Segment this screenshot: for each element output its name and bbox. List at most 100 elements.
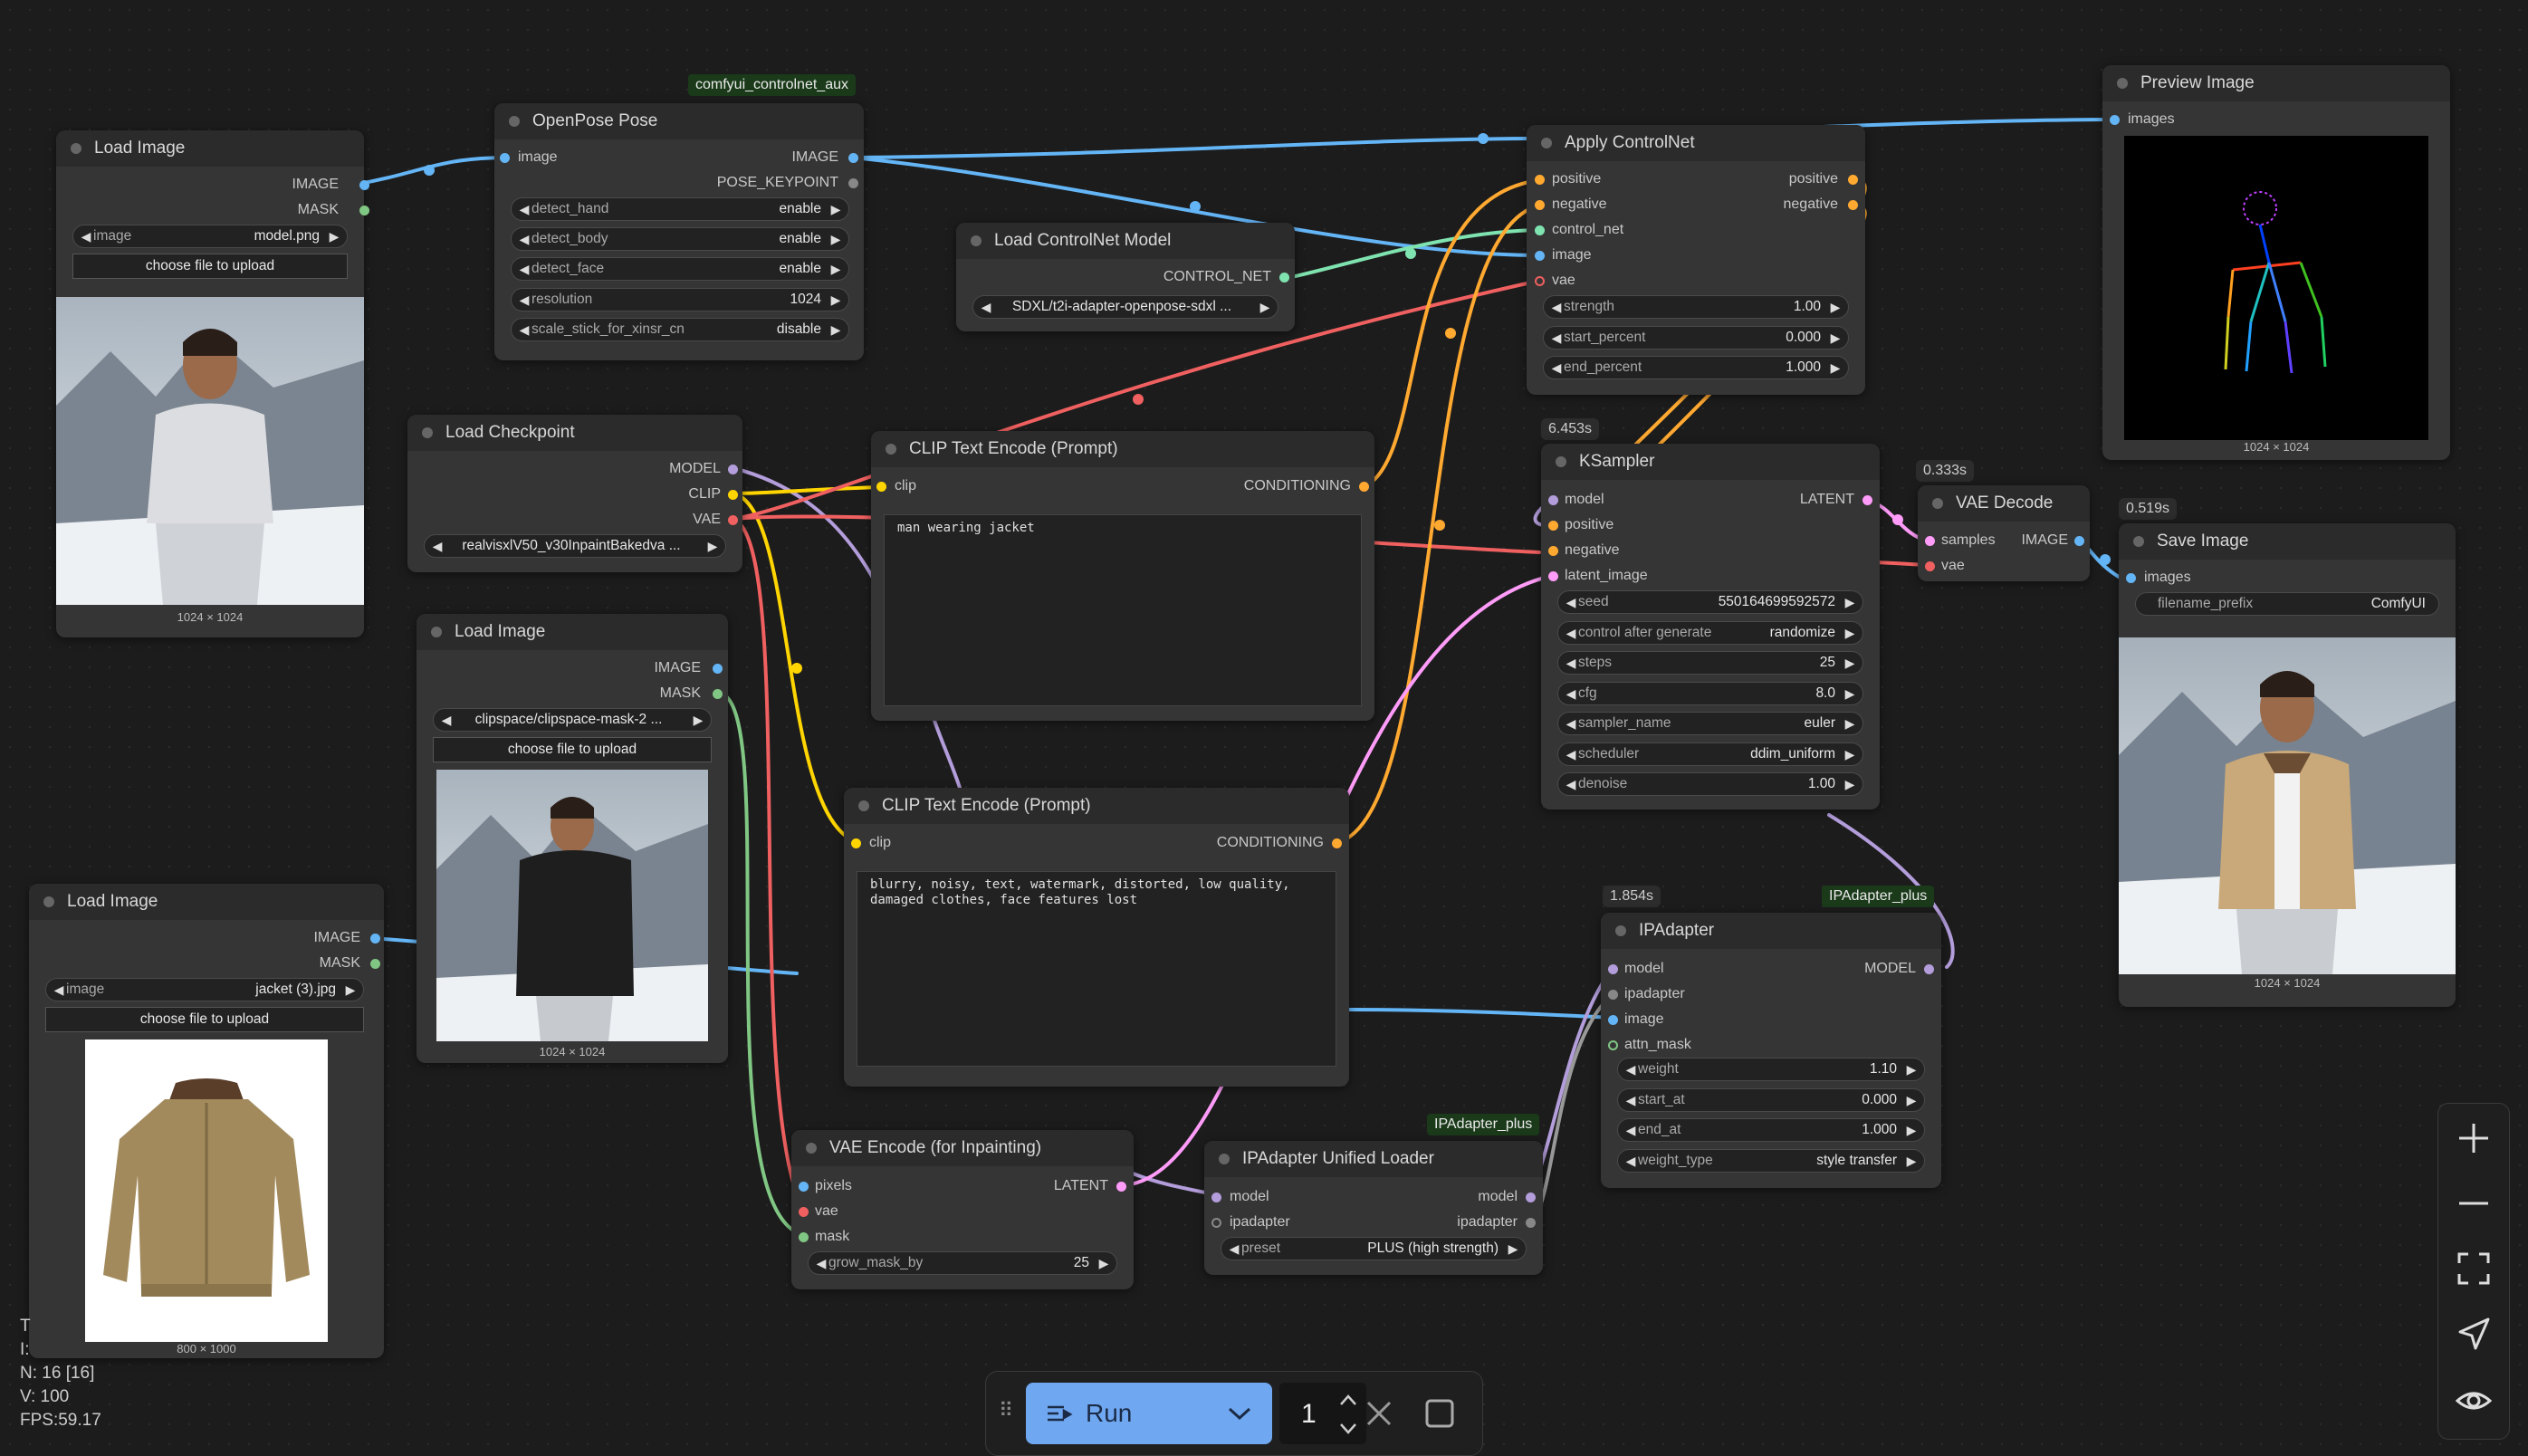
drag-handle-icon[interactable]: ⠿ bbox=[999, 1399, 1014, 1422]
arrow-left-icon[interactable]: ◀ bbox=[1566, 625, 1576, 640]
image-input-pin[interactable] bbox=[1535, 251, 1545, 261]
model-input-pin[interactable] bbox=[1608, 964, 1618, 974]
collapse-dot-icon[interactable] bbox=[806, 1143, 817, 1154]
collapse-dot-icon[interactable] bbox=[422, 427, 433, 438]
ipadapter-output-pin[interactable] bbox=[1526, 1218, 1536, 1228]
chevron-up-icon[interactable] bbox=[1339, 1394, 1357, 1406]
arrow-left-icon[interactable]: ◀ bbox=[1566, 715, 1576, 731]
node-header[interactable]: IPAdapter Unified Loader bbox=[1204, 1141, 1543, 1177]
arrow-right-icon[interactable]: ▶ bbox=[1906, 1092, 1917, 1107]
mask-output-pin[interactable] bbox=[359, 206, 369, 216]
collapse-dot-icon[interactable] bbox=[2133, 536, 2144, 547]
arrow-left-icon[interactable]: ◀ bbox=[441, 712, 452, 727]
collapse-dot-icon[interactable] bbox=[71, 143, 81, 154]
arrow-right-icon[interactable]: ▶ bbox=[1844, 625, 1855, 640]
node-header[interactable]: Save Image bbox=[2119, 523, 2456, 560]
images-input-pin[interactable] bbox=[2126, 573, 2136, 583]
node-header[interactable]: OpenPose Pose bbox=[494, 103, 864, 139]
choose-file-button[interactable]: choose file to upload bbox=[72, 254, 348, 279]
attn-mask-input-pin[interactable] bbox=[1608, 1040, 1618, 1050]
model-output-pin[interactable] bbox=[1526, 1193, 1536, 1202]
arrow-left-icon[interactable]: ◀ bbox=[1551, 330, 1562, 345]
node-header[interactable]: Load Checkpoint bbox=[407, 415, 742, 451]
arrow-right-icon[interactable]: ▶ bbox=[830, 231, 841, 246]
samples-input-pin[interactable] bbox=[1925, 536, 1935, 546]
arrow-right-icon[interactable]: ▶ bbox=[1844, 685, 1855, 701]
arrow-right-icon[interactable]: ▶ bbox=[1844, 655, 1855, 670]
collapse-dot-icon[interactable] bbox=[858, 800, 869, 811]
arrow-left-icon[interactable]: ◀ bbox=[519, 261, 530, 276]
control-net-input-pin[interactable] bbox=[1535, 225, 1545, 235]
controlnet-name-combo[interactable]: ◀SDXL/t2i-adapter-openpose-sdxl ...▶ bbox=[972, 295, 1278, 319]
collapse-dot-icon[interactable] bbox=[971, 235, 982, 246]
select-cursor-icon[interactable] bbox=[2456, 1316, 2492, 1352]
arrow-right-icon[interactable]: ▶ bbox=[1906, 1122, 1917, 1137]
model-output-pin[interactable] bbox=[1924, 964, 1934, 974]
load-checkpoint-node[interactable]: Load Checkpoint MODEL CLIP VAE ◀realvisx… bbox=[407, 415, 742, 572]
prompt-textarea[interactable]: man wearing jacket bbox=[884, 514, 1362, 706]
control-net-output-pin[interactable] bbox=[1279, 273, 1289, 283]
arrow-left-icon[interactable]: ◀ bbox=[1625, 1061, 1636, 1077]
arrow-right-icon[interactable]: ▶ bbox=[1830, 330, 1841, 345]
arrow-left-icon[interactable]: ◀ bbox=[1625, 1092, 1636, 1107]
arrow-right-icon[interactable]: ▶ bbox=[1844, 594, 1855, 609]
arrow-left-icon[interactable]: ◀ bbox=[1566, 776, 1576, 791]
node-header[interactable]: CLIP Text Encode (Prompt) bbox=[844, 788, 1349, 824]
node-header[interactable]: VAE Decode bbox=[1918, 485, 2090, 522]
arrow-left-icon[interactable]: ◀ bbox=[1625, 1153, 1636, 1168]
arrow-left-icon[interactable]: ◀ bbox=[81, 228, 91, 244]
arrow-left-icon[interactable]: ◀ bbox=[1566, 746, 1576, 762]
prompt-textarea[interactable]: blurry, noisy, text, watermark, distorte… bbox=[857, 871, 1336, 1067]
arrow-left-icon[interactable]: ◀ bbox=[519, 321, 530, 337]
node-header[interactable]: Preview Image bbox=[2102, 65, 2450, 101]
conditioning-output-pin[interactable] bbox=[1332, 838, 1342, 848]
positive-input-pin[interactable] bbox=[1535, 175, 1545, 185]
arrow-right-icon[interactable]: ▶ bbox=[1508, 1240, 1518, 1256]
conditioning-output-pin[interactable] bbox=[1359, 482, 1369, 492]
model-input-pin[interactable] bbox=[1548, 495, 1558, 505]
collapse-dot-icon[interactable] bbox=[1556, 456, 1566, 467]
collapse-dot-icon[interactable] bbox=[509, 116, 520, 127]
batch-count-stepper[interactable]: 1 bbox=[1279, 1383, 1366, 1444]
image-output-pin[interactable] bbox=[848, 153, 858, 163]
run-mode-dropdown[interactable] bbox=[1207, 1383, 1272, 1444]
mask-output-pin[interactable] bbox=[713, 689, 723, 699]
arrow-left-icon[interactable]: ◀ bbox=[1566, 655, 1576, 670]
vae-input-pin[interactable] bbox=[1535, 276, 1545, 286]
arrow-left-icon[interactable]: ◀ bbox=[519, 201, 530, 216]
arrow-left-icon[interactable]: ◀ bbox=[432, 538, 443, 553]
arrow-right-icon[interactable]: ▶ bbox=[1259, 299, 1270, 314]
apply-controlnet-node[interactable]: Apply ControlNet positive negative contr… bbox=[1527, 125, 1865, 395]
ipadapter-input-pin[interactable] bbox=[1608, 990, 1618, 1000]
zoom-in-icon[interactable] bbox=[2456, 1120, 2492, 1156]
load-controlnet-node[interactable]: Load ControlNet Model CONTROL_NET ◀SDXL/… bbox=[956, 223, 1295, 331]
model-output-pin[interactable] bbox=[728, 465, 738, 474]
ipadapter-node[interactable]: IPAdapter model ipadapter image attn_mas… bbox=[1601, 913, 1941, 1188]
collapse-dot-icon[interactable] bbox=[431, 627, 442, 637]
arrow-right-icon[interactable]: ▶ bbox=[830, 292, 841, 307]
clip-text-encode-negative-node[interactable]: CLIP Text Encode (Prompt) clip CONDITION… bbox=[844, 788, 1349, 1087]
load-image-node-2[interactable]: Load Image IMAGE MASK ◀clipspace/clipspa… bbox=[417, 614, 728, 1063]
arrow-right-icon[interactable]: ▶ bbox=[1830, 359, 1841, 375]
ipadapter-input-pin[interactable] bbox=[1211, 1218, 1221, 1228]
model-input-pin[interactable] bbox=[1211, 1193, 1221, 1202]
chevron-down-icon[interactable] bbox=[1339, 1422, 1357, 1435]
node-header[interactable]: IPAdapter bbox=[1601, 913, 1941, 949]
collapse-dot-icon[interactable] bbox=[2117, 78, 2128, 89]
arrow-right-icon[interactable]: ▶ bbox=[1098, 1255, 1109, 1270]
arrow-right-icon[interactable]: ▶ bbox=[830, 201, 841, 216]
